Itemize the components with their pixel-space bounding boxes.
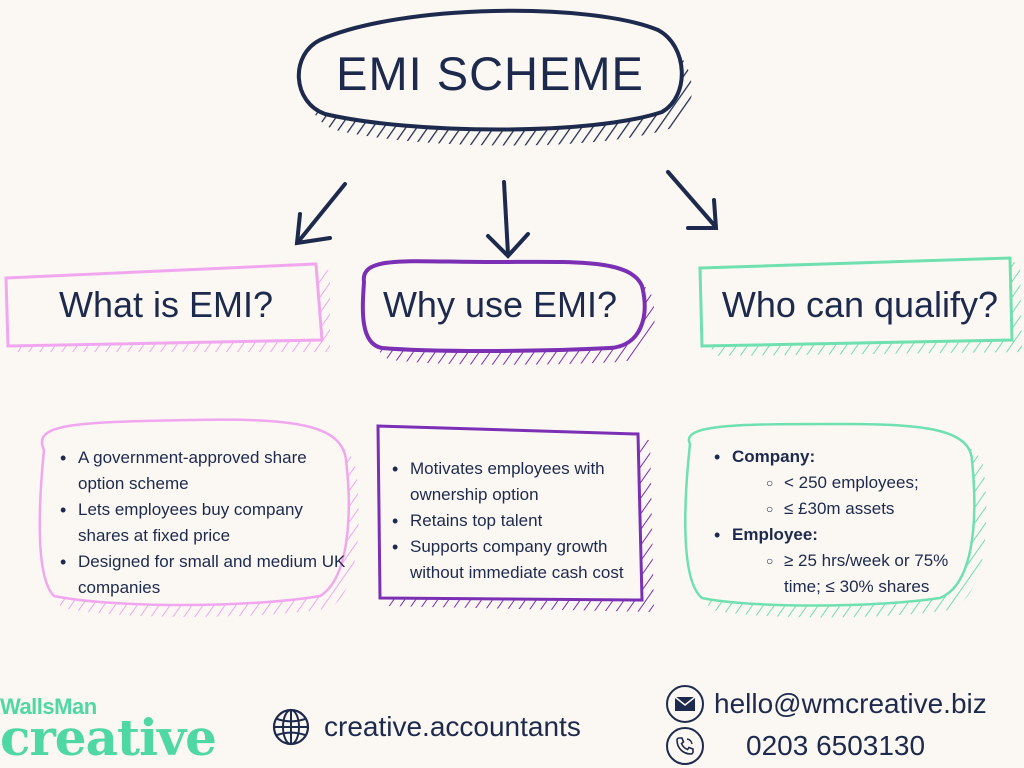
list-item: A government-approved share option schem… xyxy=(56,445,346,497)
heading-box-who xyxy=(698,256,1022,356)
list-item-company: Company: < 250 employees; ≤ £30m assets xyxy=(710,444,980,522)
heading-who-can-qualify: Who can qualify? xyxy=(721,284,999,325)
brand-line-2: creative xyxy=(0,708,217,767)
website-link[interactable]: creative.accountants xyxy=(324,711,581,742)
arrow-left xyxy=(294,182,347,246)
list-item: Designed for small and medium UK compani… xyxy=(56,549,346,601)
phone-icon xyxy=(666,727,704,765)
list-what-is-emi: A government-approved share option schem… xyxy=(56,445,346,601)
sub-list-item: ≤ £30m assets xyxy=(762,496,980,522)
mail-icon xyxy=(666,685,704,723)
email-link[interactable]: hello@wmcreative.biz xyxy=(714,688,987,719)
brand-logo: WallsMan creative xyxy=(0,688,250,768)
heading-why-use-emi: Why use EMI? xyxy=(382,284,618,325)
phone-contact[interactable]: 0203 6503130 xyxy=(666,726,925,766)
arrow-right xyxy=(666,170,719,230)
sub-list-item: < 250 employees; xyxy=(762,470,980,496)
website-contact[interactable]: creative.accountants xyxy=(272,702,581,752)
list-item: Motivates employees with ownership optio… xyxy=(388,456,653,508)
heading-box-why xyxy=(360,259,655,365)
list-who-can-qualify: Company: < 250 employees; ≤ £30m assets … xyxy=(710,444,980,600)
list-item-employee: Employee: ≥ 25 hrs/week or 75% time; ≤ 3… xyxy=(710,522,980,600)
title-capsule xyxy=(296,8,692,146)
list-item: Supports company growth without immediat… xyxy=(388,534,653,586)
heading-what-is-emi: What is EMI? xyxy=(58,284,274,325)
group-label: Employee: xyxy=(732,525,818,544)
page-title: EMI SCHEME xyxy=(336,46,644,100)
heading-box-what xyxy=(4,262,330,352)
group-label: Company: xyxy=(732,447,816,466)
email-contact[interactable]: hello@wmcreative.biz xyxy=(666,684,987,724)
brand-line-1: WallsMan xyxy=(0,694,97,719)
list-why-use-emi: Motivates employees with ownership optio… xyxy=(388,456,653,586)
sub-list-item: ≥ 25 hrs/week or 75% time; ≤ 30% shares xyxy=(762,548,980,600)
globe-icon xyxy=(272,708,310,746)
phone-number[interactable]: 0203 6503130 xyxy=(746,730,926,761)
list-item: Retains top talent xyxy=(388,508,653,534)
arrow-middle xyxy=(486,180,530,259)
list-item: Lets employees buy company shares at fix… xyxy=(56,497,346,549)
